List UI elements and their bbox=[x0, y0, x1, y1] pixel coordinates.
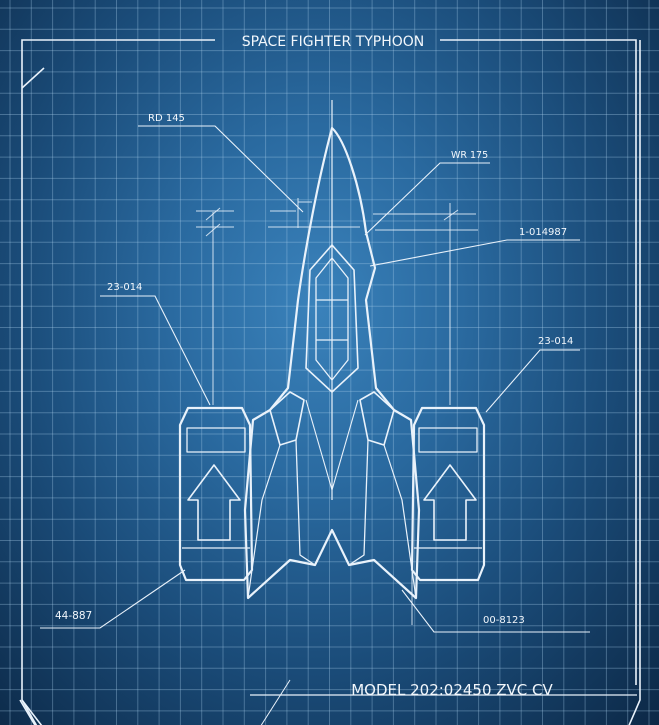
callout-rd-145: RD 145 bbox=[148, 113, 185, 124]
callout-00-8123: 00-8123 bbox=[483, 615, 525, 626]
callout-wr-175: WR 175 bbox=[451, 150, 488, 161]
callout-44-887: 44-887 bbox=[55, 610, 92, 622]
blueprint-title: SPACE FIGHTER TYPHOON bbox=[242, 34, 425, 50]
callout-right-engine: 23-014 bbox=[538, 336, 573, 347]
callout-1-014987: 1-014987 bbox=[519, 227, 567, 238]
callout-left-engine: 23-014 bbox=[107, 282, 142, 293]
model-label: MODEL 202:02450 ZVC CV bbox=[351, 681, 553, 699]
construction-lines bbox=[196, 198, 478, 625]
callout-leaders bbox=[40, 125, 590, 633]
space-fighter-ship bbox=[178, 100, 486, 600]
